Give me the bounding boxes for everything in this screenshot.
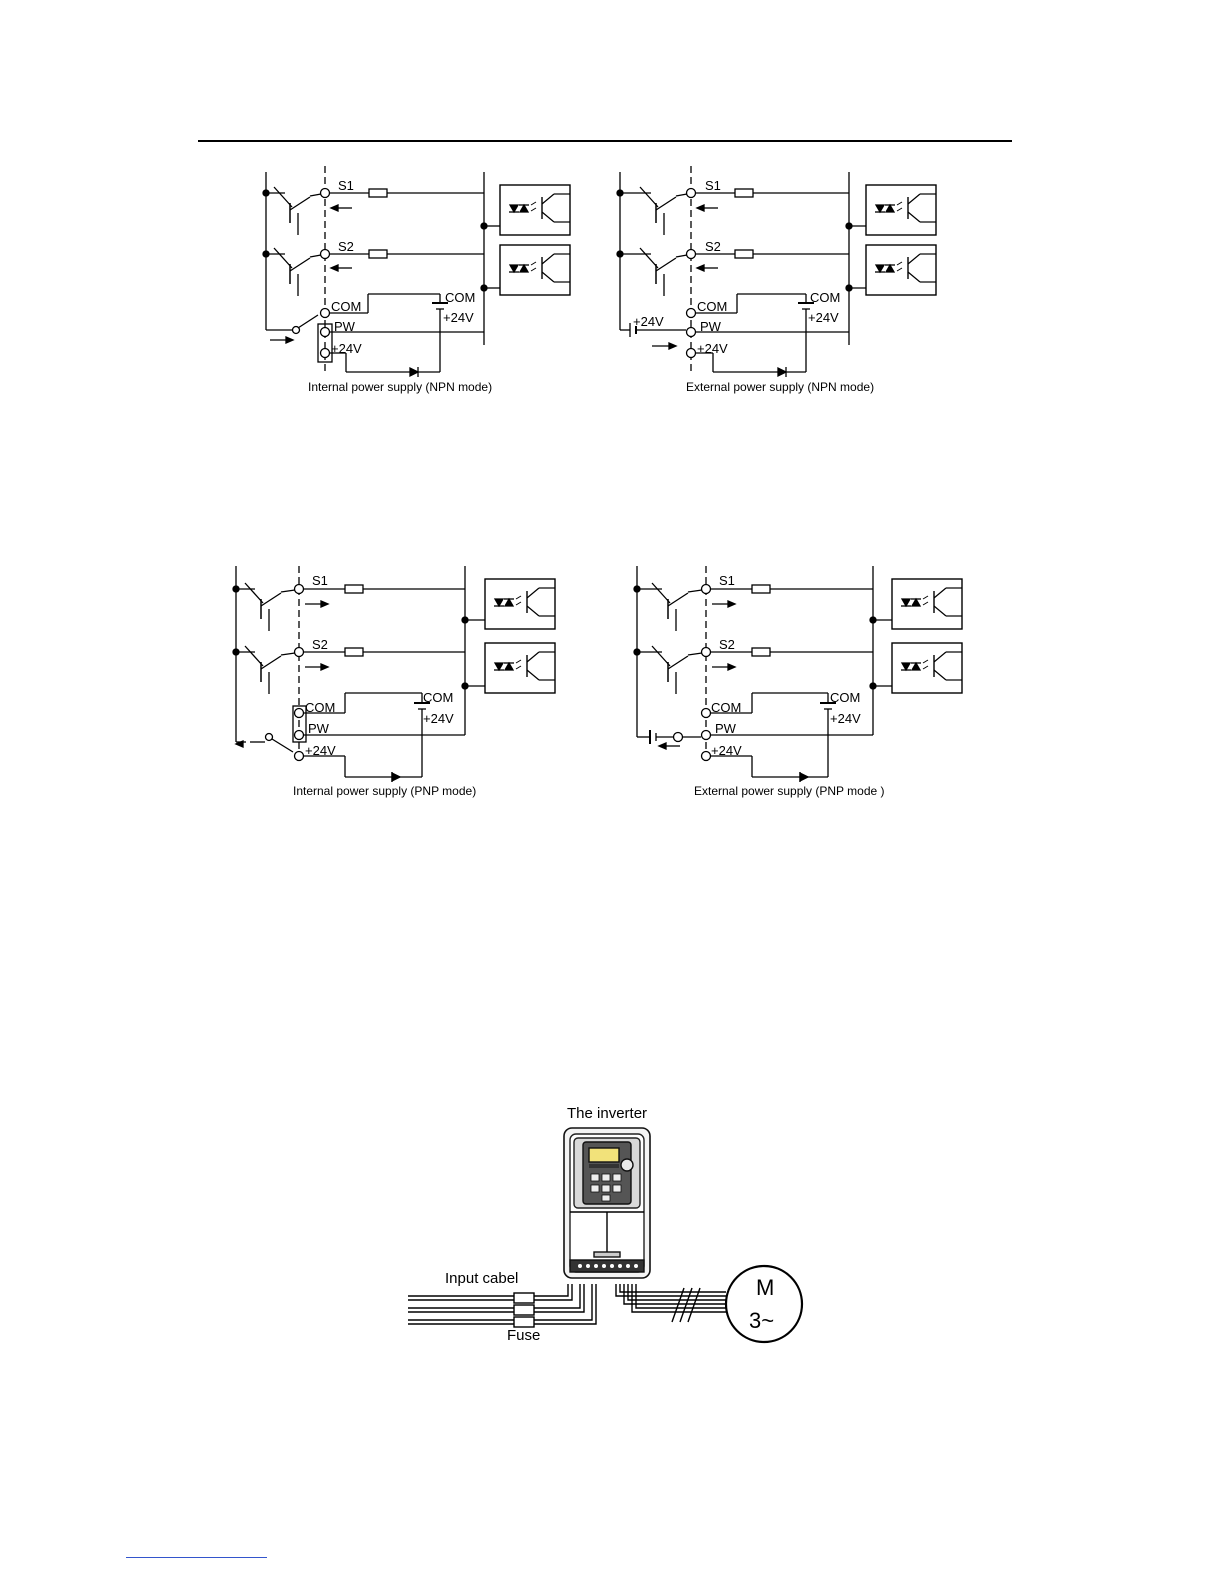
pnp-int-24v: +24V <box>305 743 336 758</box>
system-diagram <box>408 1128 802 1342</box>
npn-ext-s2: S2 <box>705 239 721 254</box>
pnp-ext-s1: S1 <box>719 573 735 588</box>
npn-int-pw: PW <box>334 319 356 334</box>
npn-int-com-right: COM <box>445 290 475 305</box>
pnp-ext-24v: +24V <box>711 743 742 758</box>
fuse-label: Fuse <box>507 1327 540 1344</box>
pnp-int-s1: S1 <box>312 573 328 588</box>
npn-ext-pw: PW <box>700 319 722 334</box>
npn-ext-com-right: COM <box>810 290 840 305</box>
pnp-ext-com-right: COM <box>830 690 860 705</box>
npn-ext-com: COM <box>697 299 727 314</box>
motor-m-label: M <box>756 1275 774 1300</box>
pnp-external-diagram <box>634 566 962 782</box>
pnp-int-com: COM <box>305 700 335 715</box>
npn-ext-24v: +24V <box>697 341 728 356</box>
npn-internal-diagram <box>263 166 570 377</box>
pnp-ext-com: COM <box>711 700 741 715</box>
npn-ext-caption: External power supply (NPN mode) <box>686 380 874 394</box>
npn-int-com: COM <box>331 299 361 314</box>
inverter-icon <box>564 1128 650 1278</box>
npn-int-s1: S1 <box>338 178 354 193</box>
npn-ext-24v-right: +24V <box>808 310 839 325</box>
pnp-int-s2: S2 <box>312 637 328 652</box>
pnp-internal-diagram <box>233 566 555 782</box>
npn-int-s2: S2 <box>338 239 354 254</box>
npn-int-24v-right: +24V <box>443 310 474 325</box>
pnp-ext-pw: PW <box>715 721 737 736</box>
pnp-int-pw: PW <box>308 721 330 736</box>
npn-external-diagram <box>617 166 936 377</box>
npn-ext-s1: S1 <box>705 178 721 193</box>
pnp-ext-caption: External power supply (PNP mode ) <box>694 784 885 798</box>
pnp-ext-24v-right: +24V <box>830 711 861 726</box>
inverter-label: The inverter <box>567 1105 647 1122</box>
input-cable-label: Input cabel <box>445 1270 518 1287</box>
npn-int-24v: +24V <box>331 341 362 356</box>
pnp-int-com-right: COM <box>423 690 453 705</box>
pnp-ext-s2: S2 <box>719 637 735 652</box>
pnp-int-24v-right: +24V <box>423 711 454 726</box>
npn-ext-24v-source: +24V <box>633 314 664 329</box>
pnp-int-caption: Internal power supply (PNP mode) <box>293 784 476 798</box>
motor-phase-label: 3~ <box>749 1308 774 1333</box>
footnote-rule <box>126 1557 267 1558</box>
npn-int-caption: Internal power supply (NPN mode) <box>308 380 492 394</box>
